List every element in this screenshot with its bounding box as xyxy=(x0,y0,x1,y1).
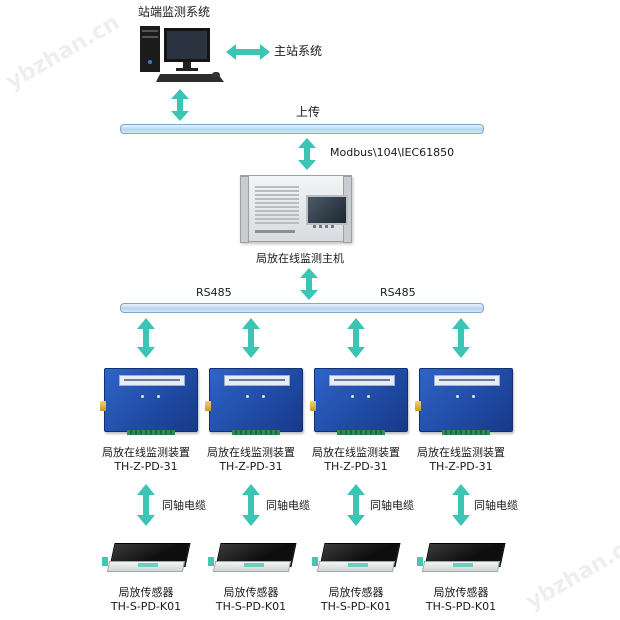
double-arrow-icon xyxy=(137,484,155,526)
coax-cable-label: 同轴电缆 xyxy=(162,499,206,512)
device-model-label: TH-Z-PD-31 xyxy=(429,460,493,473)
sensor-model-label: TH-S-PD-K01 xyxy=(320,600,392,613)
double-arrow-icon xyxy=(242,484,260,526)
device-name-label: 局放在线监测装置 xyxy=(102,446,190,459)
monitoring-device-icon xyxy=(100,368,198,435)
sensor-name-label: 局放传感器 xyxy=(433,586,489,599)
coax-cable-label: 同轴电缆 xyxy=(266,499,310,512)
sensor-name-label: 局放传感器 xyxy=(118,586,174,599)
rs485-label: RS485 xyxy=(380,286,416,299)
sensor-model-label: TH-S-PD-K01 xyxy=(425,600,497,613)
sensor-model-label: TH-S-PD-K01 xyxy=(110,600,182,613)
coax-cable-label: 同轴电缆 xyxy=(474,499,518,512)
double-arrow-icon xyxy=(452,484,470,526)
double-arrow-icon xyxy=(226,44,270,60)
device-model-label: TH-Z-PD-31 xyxy=(324,460,388,473)
sensor-icon xyxy=(102,543,191,572)
double-arrow-icon xyxy=(347,484,365,526)
station-system-label: 站端监测系统 xyxy=(138,5,211,19)
sensor-icon xyxy=(417,543,506,572)
sensor-icon xyxy=(208,543,297,572)
double-arrow-icon xyxy=(171,89,189,121)
rack-host-icon xyxy=(240,175,352,243)
coax-cable-label: 同轴电缆 xyxy=(370,499,414,512)
device-model-label: TH-Z-PD-31 xyxy=(114,460,178,473)
sensor-model-label: TH-S-PD-K01 xyxy=(215,600,287,613)
device-name-label: 局放在线监测装置 xyxy=(312,446,400,459)
computer-icon xyxy=(138,22,226,84)
sensor-name-label: 局放传感器 xyxy=(223,586,279,599)
rs485-label: RS485 xyxy=(196,286,232,299)
protocol-label: Modbus\104\IEC61850 xyxy=(330,146,455,159)
sensor-icon xyxy=(312,543,401,572)
sensor-name-label: 局放传感器 xyxy=(328,586,384,599)
upload-bus-label: 上传 xyxy=(296,105,321,119)
monitoring-device-icon xyxy=(415,368,513,435)
double-arrow-icon xyxy=(137,318,155,358)
double-arrow-icon xyxy=(347,318,365,358)
monitoring-device-icon xyxy=(205,368,303,435)
device-name-label: 局放在线监测装置 xyxy=(207,446,295,459)
monitoring-device-icon xyxy=(310,368,408,435)
rs485-bus xyxy=(120,303,484,313)
host-unit-label: 局放在线监测主机 xyxy=(256,252,344,265)
double-arrow-icon xyxy=(242,318,260,358)
watermark: ybzhan.cn xyxy=(522,530,620,615)
double-arrow-icon xyxy=(300,268,318,300)
device-name-label: 局放在线监测装置 xyxy=(417,446,505,459)
double-arrow-icon xyxy=(298,138,316,170)
double-arrow-icon xyxy=(452,318,470,358)
master-system-label: 主站系统 xyxy=(274,44,323,58)
device-model-label: TH-Z-PD-31 xyxy=(219,460,283,473)
watermark: ybzhan.cn xyxy=(2,10,124,95)
upload-bus xyxy=(120,124,484,134)
